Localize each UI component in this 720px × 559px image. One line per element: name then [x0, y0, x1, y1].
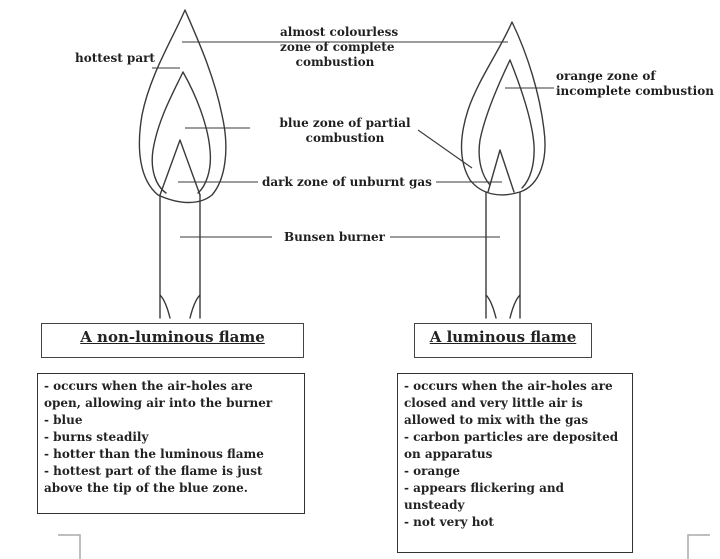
label-orange-line1: orange zone of	[556, 69, 656, 83]
label-colourless-zone: almost colourless zone of complete combu…	[280, 25, 399, 70]
right-title: A luminous flame	[429, 328, 577, 346]
right-title-box: A luminous flame	[414, 323, 592, 358]
luminous-blue-leader	[417, 129, 473, 169]
label-orange-zone: orange zone of incomplete combustion	[556, 69, 714, 99]
left-flame-outer	[138, 9, 227, 204]
right-line: unsteady	[404, 498, 465, 512]
right-line: - occurs when the air-holes are	[404, 379, 613, 393]
left-flame-inner	[151, 71, 212, 194]
right-line: - not very hot	[404, 515, 494, 529]
right-flame-outer	[460, 21, 546, 196]
corner-mark-right	[687, 534, 710, 559]
left-line: open, allowing air into the burner	[44, 396, 273, 410]
label-blue-zone-line1: blue zone of partial	[279, 116, 411, 130]
right-line: on apparatus	[404, 447, 493, 461]
right-flame-inner	[478, 59, 535, 189]
right-line: closed and very little air is	[404, 396, 583, 410]
left-title: A non-luminous flame	[80, 328, 265, 346]
right-dark-cone	[487, 149, 515, 193]
left-title-box: A non-luminous flame	[41, 323, 304, 358]
label-colourless-line1: almost colourless	[280, 25, 399, 39]
label-dark-zone: dark zone of unburnt gas	[262, 175, 432, 189]
left-line: - occurs when the air-holes are	[44, 379, 253, 393]
left-dark-cone	[159, 139, 201, 196]
right-line: allowed to mix with the gas	[404, 413, 589, 427]
label-colourless-line3: combustion	[295, 55, 375, 69]
corner-mark-left	[58, 534, 81, 559]
label-blue-zone-line2: combustion	[305, 131, 385, 145]
label-orange-line2: incomplete combustion	[556, 84, 714, 98]
left-description-box: - occurs when the air-holes are open, al…	[37, 373, 305, 514]
right-line: - carbon particles are deposited	[404, 430, 619, 444]
right-burner-tube	[485, 191, 521, 319]
label-hottest-part: hottest part	[75, 51, 155, 65]
right-line: - orange	[404, 464, 461, 478]
left-burner-tube	[159, 194, 201, 319]
right-line: - appears flickering and	[404, 481, 564, 495]
left-line: - hottest part of the flame is just	[44, 464, 263, 478]
left-line: - burns steadily	[44, 430, 149, 444]
left-line: - blue	[44, 413, 83, 427]
left-line: above the tip of the blue zone.	[44, 481, 248, 495]
right-description-box: - occurs when the air-holes are closed a…	[397, 373, 633, 553]
label-bunsen-burner: Bunsen burner	[284, 230, 386, 244]
left-line: - hotter than the luminous flame	[44, 447, 264, 461]
label-blue-zone: blue zone of partial combustion	[270, 116, 420, 146]
label-colourless-line2: zone of complete	[280, 40, 395, 54]
